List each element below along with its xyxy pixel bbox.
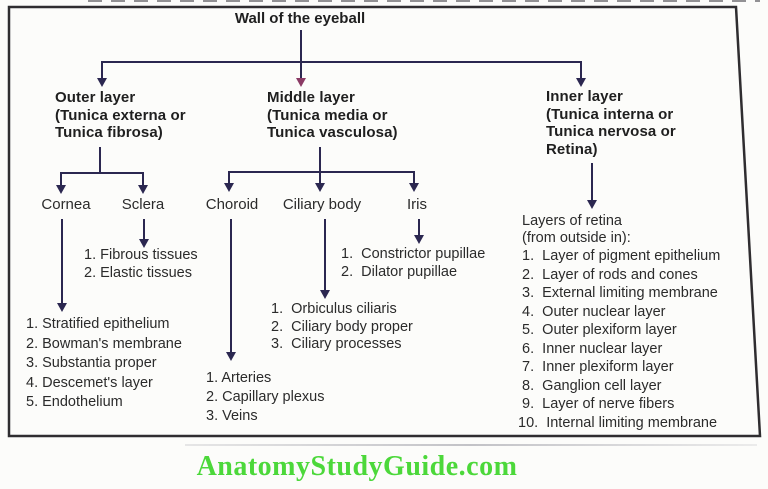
- list-item: 1. Fibrous tissues: [84, 247, 198, 263]
- list-item: 1. Orbiculus ciliaris: [271, 301, 397, 317]
- connector-root-stem: [300, 30, 302, 62]
- choroid-items-list: 1. Arteries 2. Capillary plexus 3. Veins: [206, 369, 324, 426]
- connector-cornea-drop: [60, 172, 62, 185]
- ciliary-body-label: Ciliary body: [282, 196, 362, 213]
- arrowhead-cornea-list: [57, 303, 67, 312]
- arrowhead-choroid: [224, 183, 234, 192]
- connector-middle-stem: [319, 147, 321, 172]
- list-item: 1. Arteries: [206, 370, 272, 386]
- list-item: 4. Outer nuclear layer: [518, 303, 666, 320]
- sclera-label: Sclera: [121, 196, 165, 213]
- arrowhead-middle: [296, 78, 306, 87]
- list-item: 1. Layer of pigment epithelium: [518, 248, 721, 264]
- arrowhead-ciliary: [315, 183, 325, 192]
- arrowhead-outer: [97, 78, 107, 87]
- arrowhead-inner-stem: [587, 200, 597, 209]
- connector-main-horizontal: [101, 61, 582, 63]
- connector-outer-horizontal: [60, 172, 144, 174]
- scan-artifact-top: [88, 0, 760, 2]
- connector-inner-drop: [580, 61, 582, 78]
- arrowhead-sclera: [138, 185, 148, 194]
- list-item: 3. External limiting membrane: [518, 285, 718, 301]
- list-item: 9. Layer of nerve fibers: [518, 396, 675, 412]
- connector-cornea-list: [61, 219, 63, 303]
- list-item: 2. Layer of rods and cones: [518, 266, 698, 283]
- choroid-label: Choroid: [205, 196, 259, 213]
- arrowhead-cornea: [56, 185, 66, 194]
- arrowhead-sclera-list: [139, 239, 149, 248]
- list-item: 2. Ciliary body proper: [271, 318, 413, 335]
- list-item: 1. Constrictor pupillae: [341, 246, 486, 262]
- iris-items-list: 1. Constrictor pupillae 2. Dilator pupil…: [341, 246, 485, 281]
- list-item: 4. Descemet's layer: [26, 374, 153, 391]
- outer-layer-title: Outer layer (Tunica externa or Tunica fi…: [55, 89, 186, 141]
- connector-outer-drop: [101, 61, 103, 78]
- connector-inner-stem: [591, 163, 593, 200]
- list-item: 8. Ganglion cell layer: [518, 377, 662, 394]
- connector-ciliary-list: [324, 219, 326, 290]
- list-item: 2. Bowman's membrane: [26, 335, 182, 352]
- arrowhead-iris: [409, 183, 419, 192]
- list-item: 2. Capillary plexus: [206, 389, 325, 405]
- connector-choroid-list: [230, 219, 232, 352]
- list-item: 2. Dilator pupillae: [341, 263, 458, 280]
- list-item: 3. Substantia proper: [26, 355, 157, 371]
- connector-middle-drop: [300, 61, 302, 78]
- connector-iris-drop: [413, 171, 415, 183]
- connector-iris-list: [418, 219, 420, 235]
- middle-layer-title: Middle layer (Tunica media or Tunica vas…: [267, 89, 398, 141]
- arrowhead-ciliary-list: [320, 290, 330, 299]
- iris-label: Iris: [407, 196, 427, 213]
- cornea-label: Cornea: [41, 196, 91, 213]
- list-item: 3. Veins: [206, 408, 258, 424]
- ciliary-items-list: 1. Orbiculus ciliaris 2. Ciliary body pr…: [271, 301, 413, 354]
- inner-layer-title: Inner layer (Tunica interna or Tunica ne…: [546, 88, 676, 158]
- list-item: 3. Ciliary processes: [271, 336, 402, 352]
- arrowhead-inner: [576, 78, 586, 87]
- list-item: 5. Endothelium: [26, 394, 123, 410]
- connector-choroid-drop: [228, 171, 230, 183]
- root-node-label: Wall of the eyeball: [234, 10, 366, 27]
- watermark-text: AnatomyStudyGuide.com: [196, 451, 518, 482]
- retina-items-list: 1. Layer of pigment epithelium 2. Layer …: [518, 247, 720, 432]
- retina-heading: Layers of retina (from outside in):: [522, 213, 631, 246]
- arrowhead-iris-list: [414, 235, 424, 244]
- cornea-items-list: 1. Stratified epithelium 2. Bowman's mem…: [26, 315, 182, 413]
- list-item: 7. Inner plexiform layer: [518, 359, 674, 375]
- arrowhead-choroid-list: [226, 352, 236, 361]
- list-item: 1. Stratified epithelium: [26, 316, 170, 332]
- sclera-items-list: 1. Fibrous tissues 2. Elastic tissues: [84, 246, 198, 282]
- list-item: 10. Internal limiting membrane: [518, 414, 718, 431]
- connector-sclera-drop: [142, 172, 144, 185]
- connector-ciliary-drop: [319, 171, 321, 183]
- connector-outer-stem: [99, 147, 101, 173]
- list-item: 2. Elastic tissues: [84, 265, 192, 281]
- scan-smudge: [185, 444, 757, 446]
- connector-sclera-list: [143, 219, 145, 239]
- list-item: 5. Outer plexiform layer: [518, 322, 677, 338]
- list-item: 6. Inner nuclear layer: [518, 340, 663, 357]
- connector-middle-horizontal: [228, 171, 415, 173]
